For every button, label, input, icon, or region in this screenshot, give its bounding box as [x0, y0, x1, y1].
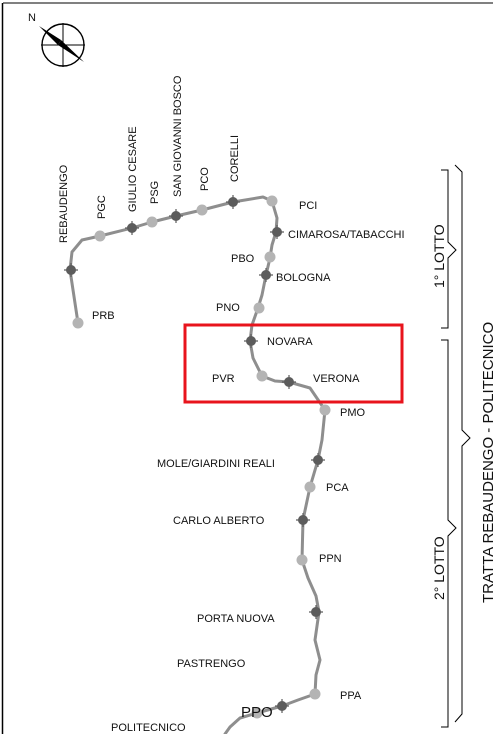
label-san-giovanni-bosco: SAN GIOVANNI BOSCO	[172, 75, 184, 197]
lot-1-label: 1° LOTTO	[431, 224, 447, 288]
station-marker-prb	[72, 317, 84, 329]
label-politecnico: POLITECNICO	[111, 722, 186, 734]
north-label: N	[28, 12, 36, 24]
label-ppo: PPO	[241, 704, 273, 721]
station-marker-ppa	[309, 688, 321, 700]
label-giulio-cesare: GIULIO CESARE	[127, 126, 139, 212]
label-novara: NOVARA	[267, 336, 313, 348]
station-marker-psg	[146, 216, 158, 228]
label-rebaudengo: REBAUDENGO	[58, 164, 70, 243]
station-marker-pgc	[94, 230, 106, 242]
label-corelli: CORELLI	[229, 135, 241, 182]
lot-2-label: 2° LOTTO	[431, 536, 447, 600]
lot-1-brace	[441, 169, 457, 329]
line-name-label: TRATTA REBAUDENGO - POLITECNICO	[480, 322, 493, 603]
label-cimarosa-tabacchi: CIMAROSA/TABACCHI	[288, 229, 405, 241]
label-verona: VERONA	[313, 373, 360, 385]
station-marker-pco	[196, 204, 208, 216]
label-pvr: PVR	[212, 373, 235, 385]
station-marker-pca	[304, 481, 316, 493]
label-porta-nuova: PORTA NUOVA	[197, 613, 275, 625]
highlight-box	[183, 323, 404, 404]
station-marker-pci	[266, 195, 278, 207]
station-marker-ppn	[296, 554, 308, 566]
label-carlo-alberto: CARLO ALBERTO	[173, 515, 265, 527]
label-pgc: PGC	[96, 195, 108, 219]
lot-2-brace	[441, 339, 457, 728]
label-pca: PCA	[326, 482, 349, 494]
label-pco: PCO	[199, 167, 211, 191]
label-pno: PNO	[216, 302, 240, 314]
label-prb: PRB	[92, 310, 115, 322]
label-pmo: PMO	[340, 407, 366, 419]
label-mole-giardini-reali: MOLE/GIARDINI REALI	[157, 458, 275, 470]
station-marker-pno	[253, 302, 265, 314]
label-pastrengo: PASTRENGO	[177, 658, 246, 670]
station-marker-ppo	[251, 707, 263, 719]
station-marker-pmo	[319, 404, 331, 416]
label-ppn: PPN	[319, 553, 342, 565]
label-bologna: BOLOGNA	[276, 272, 331, 284]
north-arrow-icon: N	[28, 12, 85, 67]
tratta-brace	[454, 164, 471, 723]
station-marker-spikes	[64, 195, 325, 713]
station-markers-light	[72, 195, 331, 719]
label-pbo: PBO	[231, 253, 255, 265]
station-marker-pbo	[264, 251, 276, 263]
label-ppa: PPA	[340, 690, 362, 702]
label-psg: PSG	[149, 181, 161, 204]
station-marker-pvr	[256, 370, 268, 382]
label-pci: PCI	[299, 200, 317, 212]
